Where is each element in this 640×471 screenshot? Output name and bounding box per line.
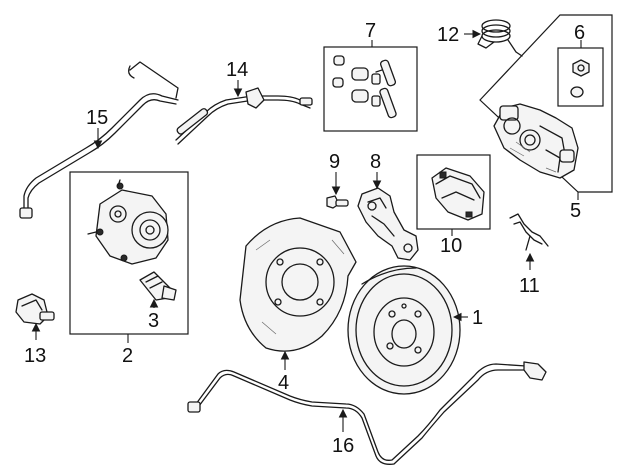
caliper-bracket-part-8[interactable]	[357, 187, 419, 261]
rotor-part-1[interactable]	[347, 265, 461, 395]
callout-4: 4	[278, 350, 290, 394]
callout-8: 8	[370, 151, 382, 190]
spring-part-12[interactable]	[477, 19, 523, 57]
svg-text:5: 5	[570, 200, 581, 222]
callout-11: 11	[519, 252, 540, 297]
callout-12: 12	[437, 24, 482, 46]
callout-7: 7	[365, 20, 376, 47]
splash-shield-part-4[interactable]	[239, 217, 357, 352]
wheel-stud-part-3[interactable]	[139, 271, 177, 301]
clip-part-11[interactable]	[509, 213, 549, 251]
sensor-part-13[interactable]	[15, 293, 55, 325]
caliper-part-5[interactable]	[493, 103, 579, 179]
svg-text:7: 7	[365, 20, 376, 42]
svg-text:3: 3	[148, 310, 159, 332]
callout-14: 14	[226, 59, 248, 98]
svg-text:15: 15	[86, 107, 108, 129]
caliper-bolts-part-6[interactable]	[570, 59, 590, 98]
svg-text:1: 1	[472, 307, 483, 329]
callout-2: 2	[122, 334, 133, 367]
hub-assembly-box	[69, 171, 189, 335]
brake-pads-box	[416, 154, 491, 230]
callout-10: 10	[440, 229, 462, 257]
svg-text:14: 14	[226, 59, 248, 81]
callout-1: 1	[452, 307, 483, 329]
callout-15: 15	[86, 107, 108, 150]
svg-text:12: 12	[437, 24, 459, 46]
caliper-bolt-box	[557, 47, 604, 107]
bolt-part-9[interactable]	[326, 195, 349, 209]
callout-13: 13	[24, 322, 46, 367]
svg-text:2: 2	[122, 345, 133, 367]
svg-text:4: 4	[278, 372, 289, 394]
svg-text:8: 8	[370, 151, 381, 173]
callout-6: 6	[574, 22, 585, 48]
hub-bearing-part-2[interactable]	[87, 179, 169, 265]
brake-hose-part-14[interactable]	[175, 87, 313, 145]
svg-text:13: 13	[24, 345, 46, 367]
callout-9: 9	[329, 151, 341, 196]
svg-text:11: 11	[519, 275, 540, 297]
svg-text:10: 10	[440, 235, 462, 257]
callout-5: 5	[570, 192, 581, 222]
hardware-kit-part-7[interactable]	[332, 55, 397, 119]
svg-text:16: 16	[332, 435, 354, 457]
hardware-kit-box	[323, 46, 418, 132]
svg-text:6: 6	[574, 22, 585, 44]
brake-hose-part-15[interactable]	[19, 61, 179, 219]
callout-3: 3	[148, 298, 159, 332]
svg-text:9: 9	[329, 151, 340, 173]
brake-line-part-16[interactable]	[187, 361, 547, 465]
brake-pads-part-10[interactable]	[431, 167, 485, 221]
callout-16: 16	[332, 408, 354, 457]
